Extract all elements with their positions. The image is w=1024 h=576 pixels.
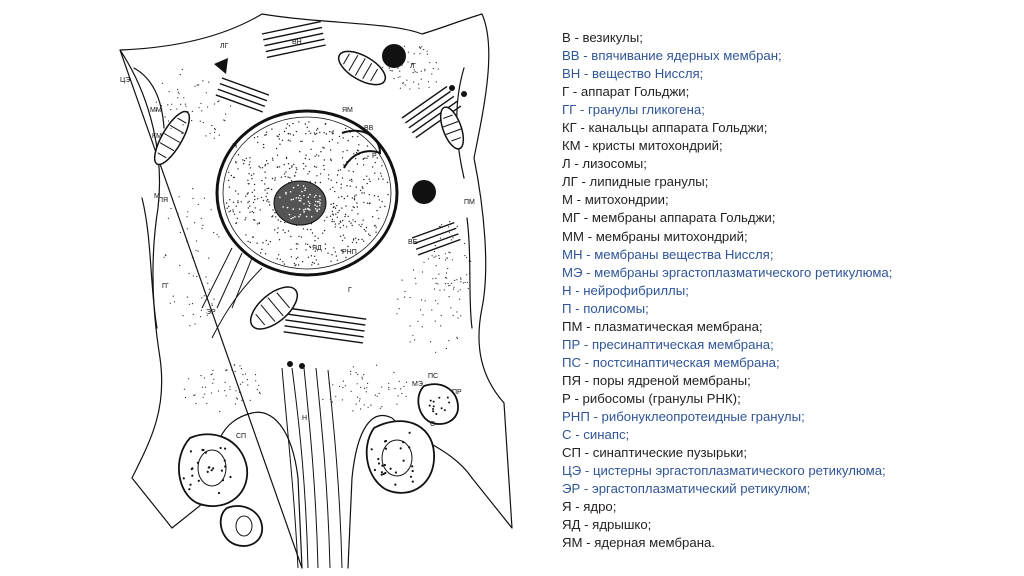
structure-label: ММ (150, 107, 162, 114)
mitochondrion-4 (439, 106, 465, 150)
legend-item: ЭР - эргастоплазматический ретикулюм; (562, 481, 811, 497)
structure-label: ВН (292, 39, 302, 46)
legend-item: ММ - мембраны митохондрий; (562, 228, 748, 244)
legend-item: П - полисомы; (562, 300, 649, 316)
lysosome-2 (412, 180, 436, 204)
legend-item: ГГ - гранулы гликогена; (562, 102, 705, 118)
lipid-granule (214, 58, 228, 74)
synapse-bottom-left (219, 505, 263, 547)
structure-label: ЛГ (220, 43, 229, 50)
legend-item: ЦЭ - цистерны эргастоплазматического рет… (562, 463, 886, 479)
structure-label: Я (232, 143, 237, 150)
structure-label: СП (236, 433, 246, 440)
legend-item: ПЯ - поры ядреной мембраны; (562, 372, 751, 388)
nissl-stack-top (261, 20, 326, 59)
legend-item: ПР - пресинаптическая мембрана; (562, 336, 774, 352)
structure-label: ЦЭ (120, 77, 130, 84)
structure-label: РНП (342, 249, 357, 256)
synapse-right (365, 420, 435, 494)
structure-label: ЭР (206, 309, 216, 316)
legend-item: ВВ - впячивание ядерных мембран; (562, 48, 782, 64)
structure-label: ЯД (312, 245, 322, 252)
legend-item: ЯМ - ядерная мембрана. (562, 535, 715, 551)
nucleus (215, 109, 399, 277)
neuron-diagram-svg: ЛГ ВН Л ЦЭ ММ КМ М Я ЯМ ВВ Р ЯД ПЯ П ПМ ВЕ РНП Г ЭР ПС ПР МЭ Н… (119, 13, 513, 569)
legend-item: ВН - вещество Ниссля; (562, 66, 704, 82)
legend-item: ПМ - плазматическая мембрана; (562, 318, 763, 334)
structure-label: ПМ (464, 199, 475, 206)
legend-item: В - везикулы; (562, 30, 643, 45)
structure-label: ПС (428, 373, 438, 380)
nissl-stack-right-low (411, 221, 461, 256)
legend-item: ПС - постсинаптическая мембрана; (562, 354, 780, 370)
structure-label: ПЯ (158, 197, 168, 204)
legend-item: МН - мембраны вещества Ниссля; (562, 246, 774, 262)
structure-label: Г (348, 287, 352, 294)
mitochondrion-2 (153, 110, 191, 166)
mitochondrion-3 (249, 286, 299, 330)
legend-item: МГ - мембраны аппарата Гольджи; (562, 210, 776, 226)
legend-item: Г - аппарат Гольджи; (562, 84, 690, 100)
synapse-left (178, 433, 248, 507)
structure-label: ПР (452, 389, 462, 396)
structure-label: КМ (152, 133, 162, 140)
nissl-stack-left (215, 77, 270, 113)
structure-label: П (162, 283, 167, 290)
structure-label: ЯМ (342, 107, 353, 114)
synapse-right-upper (417, 383, 459, 425)
structure-label: МЭ (412, 381, 423, 388)
legend-item: ЛГ - липидные гранулы; (562, 174, 709, 190)
structure-label: С (430, 421, 435, 428)
nucleolus (273, 180, 327, 226)
structure-label: М (154, 193, 160, 200)
legend-item: СП - синаптические пузырьки; (562, 445, 748, 461)
legend-item: МЭ - мембраны эргастоплазматического рет… (562, 264, 893, 280)
legend-item: РНП - рибонуклеопротеидные гранулы; (562, 408, 805, 424)
legend-item: Н - нейрофибриллы; (562, 282, 689, 298)
legend-item: ЯД - ядрышко; (562, 517, 652, 533)
legend-item: КМ - кристы митохондрий; (562, 138, 723, 154)
legend-item: Я - ядро; (562, 499, 617, 515)
mitochondrion-1 (337, 50, 387, 86)
legend-item: КГ - канальцы аппарата Гольджи; (562, 120, 768, 136)
legend-item: Р - рибосомы (гранулы РНК); (562, 390, 741, 406)
legend-item: Л - лизосомы; (562, 156, 647, 172)
nissl-stack-bottom (283, 307, 367, 344)
structure-label: Л (410, 63, 415, 70)
legend-list: В - везикулы; ВВ - впячивание ядерных мем… (562, 29, 1002, 552)
neuron-diagram: ЛГ ВН Л ЦЭ ММ КМ М Я ЯМ ВВ Р ЯД ПЯ П ПМ ВЕ РНП Г ЭР ПС ПР МЭ Н… (112, 8, 522, 570)
structure-label: ВВ (364, 125, 374, 132)
structure-label: Р (372, 153, 377, 160)
structure-label: ВЕ (408, 239, 418, 246)
legend-item: М - митохондрии; (562, 192, 669, 208)
legend-item: С - синапс; (562, 427, 630, 443)
structure-label: Н (302, 415, 307, 422)
